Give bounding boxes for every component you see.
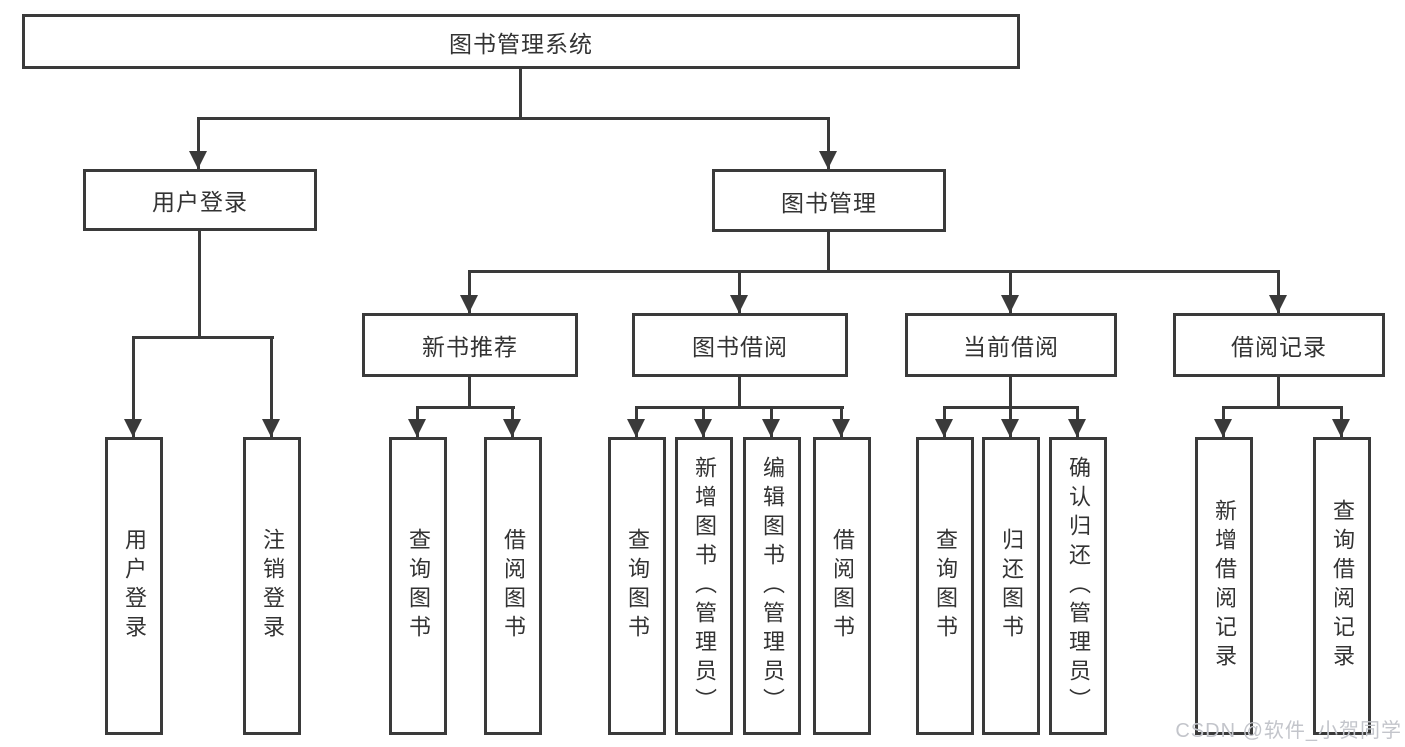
leaf-query-books-2: 查询图书	[608, 437, 666, 735]
arrow-down-icon	[1068, 406, 1086, 437]
leaf-logout: 注销登录	[243, 437, 301, 735]
node-book-management: 图书管理	[712, 169, 946, 232]
leaf-label: 新增图书（管理员）	[692, 455, 717, 717]
node-new-book-recommend: 新书推荐	[362, 313, 578, 377]
connector-horizontal	[132, 336, 274, 339]
leaf-borrow-books-2: 借阅图书	[813, 437, 871, 735]
arrow-down-icon	[262, 336, 280, 437]
leaf-query-books-1: 查询图书	[389, 437, 447, 735]
leaf-query-borrow-record: 查询借阅记录	[1313, 437, 1371, 735]
arrow-down-icon	[1001, 406, 1019, 437]
leaf-label: 查询图书	[933, 528, 958, 644]
leaf-label: 查询图书	[406, 528, 431, 644]
leaf-label: 借阅图书	[501, 528, 526, 644]
connector-vertical	[827, 232, 830, 273]
connector-vertical	[468, 377, 471, 409]
connector-vertical	[1009, 377, 1012, 409]
leaf-label: 用户登录	[122, 528, 147, 644]
arrow-down-icon	[627, 406, 645, 437]
arrow-down-icon	[1269, 270, 1287, 313]
connector-horizontal	[1222, 406, 1343, 409]
arrow-down-icon	[832, 406, 850, 437]
arrow-down-icon	[503, 406, 521, 437]
leaf-query-books-3: 查询图书	[916, 437, 974, 735]
arrow-down-icon	[189, 117, 207, 169]
connector-vertical	[1277, 377, 1280, 409]
leaf-label: 新增借阅记录	[1212, 499, 1237, 673]
connector-vertical	[198, 231, 201, 339]
leaf-label: 归还图书	[999, 528, 1024, 644]
leaf-label: 注销登录	[260, 528, 285, 644]
leaf-label: 确认归还（管理员）	[1066, 455, 1091, 717]
leaf-return-books: 归还图书	[982, 437, 1040, 735]
connector-vertical	[738, 377, 741, 409]
leaf-add-books-admin: 新增图书（管理员）	[675, 437, 733, 735]
arrow-down-icon	[1001, 270, 1019, 313]
arrow-down-icon	[730, 270, 748, 313]
arrow-down-icon	[1214, 406, 1232, 437]
arrow-down-icon	[762, 406, 780, 437]
leaf-label: 借阅图书	[830, 528, 855, 644]
leaf-add-borrow-record: 新增借阅记录	[1195, 437, 1253, 735]
arrow-down-icon	[408, 406, 426, 437]
leaf-edit-books-admin: 编辑图书（管理员）	[743, 437, 801, 735]
connector-horizontal	[468, 270, 1280, 273]
node-current-borrow: 当前借阅	[905, 313, 1117, 377]
leaf-label: 查询借阅记录	[1330, 499, 1355, 673]
arrow-down-icon	[1332, 406, 1350, 437]
leaf-label: 编辑图书（管理员）	[760, 455, 785, 717]
leaf-user-login: 用户登录	[105, 437, 163, 735]
leaf-borrow-books-1: 借阅图书	[484, 437, 542, 735]
node-user-login: 用户登录	[83, 169, 317, 231]
connector-vertical	[519, 69, 522, 118]
connector-horizontal	[197, 117, 830, 120]
leaf-confirm-return-admin: 确认归还（管理员）	[1049, 437, 1107, 735]
connector-horizontal	[636, 406, 844, 409]
node-borrow-record: 借阅记录	[1173, 313, 1385, 377]
arrow-down-icon	[819, 117, 837, 169]
connector-horizontal	[417, 406, 515, 409]
node-book-borrow: 图书借阅	[632, 313, 848, 377]
arrow-down-icon	[460, 270, 478, 313]
node-root-library-system: 图书管理系统	[22, 14, 1020, 69]
arrow-down-icon	[694, 406, 712, 437]
arrow-down-icon	[935, 406, 953, 437]
leaf-label: 查询图书	[625, 528, 650, 644]
arrow-down-icon	[124, 336, 142, 437]
